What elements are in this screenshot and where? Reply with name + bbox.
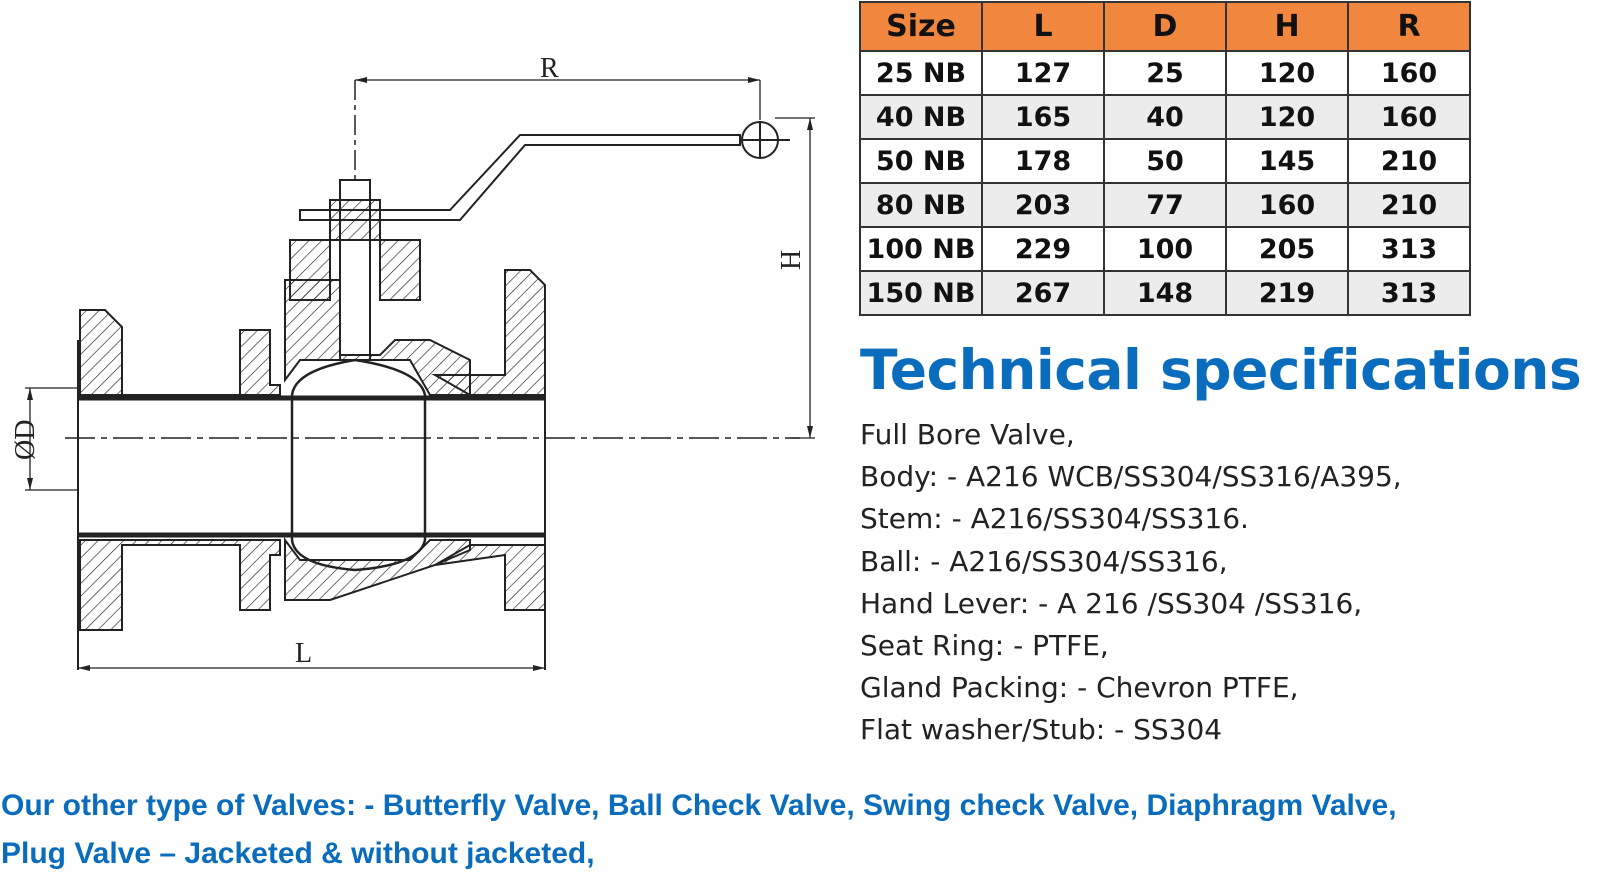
table-cell: 50	[1103, 138, 1227, 184]
table-cell: 267	[981, 270, 1105, 316]
table-row: 25 NB 127 25 120 160	[859, 50, 1471, 96]
dimensions-table: Size L D H R 25 NB 127 25 120 160 40 NB …	[859, 1, 1471, 316]
other-valves-line-1: Our other type of Valves: - Butterfly Va…	[1, 789, 1397, 822]
table-cell: 205	[1225, 226, 1349, 272]
table-cell: 219	[1225, 270, 1349, 316]
valve-body-bottom	[284, 537, 471, 601]
spec-list: Full Bore Valve, Body: - A216 WCB/SS304/…	[860, 414, 1402, 752]
header-d: D	[1103, 1, 1227, 52]
spec-item: Stem: - A216/SS304/SS316.	[860, 502, 1249, 536]
table-cell: 100	[1103, 226, 1227, 272]
ball	[290, 358, 427, 572]
left-flange-bottom	[79, 539, 281, 631]
table-cell: 178	[981, 138, 1105, 184]
other-valves-line-2: Plug Valve – Jacketed & without jacketed…	[1, 837, 595, 870]
header-size: Size	[859, 1, 983, 52]
spec-item: Full Bore Valve,	[860, 418, 1075, 451]
header-l: L	[981, 1, 1105, 52]
valve-drawing: R H ØD L	[10, 53, 815, 671]
table-cell: 313	[1347, 270, 1471, 316]
table-cell: 313	[1347, 226, 1471, 272]
table-cell: 203	[981, 182, 1105, 228]
table-cell: 165	[981, 94, 1105, 140]
dim-label-l: L	[295, 638, 312, 669]
spec-item: Gland Packing: - Chevron PTFE,	[860, 671, 1299, 705]
dim-label-h: H	[776, 250, 807, 270]
table-cell: 120	[1225, 94, 1349, 140]
table-row: 100 NB 229 100 205 313	[859, 226, 1471, 272]
table-cell: 127	[981, 50, 1105, 96]
dim-label-r: R	[540, 53, 559, 84]
table-cell: 148	[1103, 270, 1227, 316]
right-flange	[431, 269, 546, 396]
table-cell: 80 NB	[859, 182, 983, 228]
spec-item: Seat Ring: - PTFE,	[860, 629, 1109, 663]
table-cell: 160	[1347, 94, 1471, 140]
table-cell: 40	[1103, 94, 1227, 140]
table-cell: 25	[1103, 50, 1227, 96]
table-cell: 160	[1225, 182, 1349, 228]
table-cell: 120	[1225, 50, 1349, 96]
spec-item: Hand Lever: - A 216 /SS304 /SS316,	[860, 586, 1363, 620]
header-r: R	[1347, 1, 1471, 52]
table-row: 50 NB 178 50 145 210	[859, 138, 1471, 184]
table-cell: 77	[1103, 182, 1227, 228]
left-flange	[79, 309, 281, 396]
other-valves-note: Our other type of Valves: - Butterfly Va…	[1, 782, 1597, 878]
table-cell: 100 NB	[859, 226, 983, 272]
spec-title: Technical specifications	[860, 338, 1582, 402]
table-cell: 40 NB	[859, 94, 983, 140]
spec-item: Body: - A216 WCB/SS304/SS316/A395,	[860, 460, 1402, 494]
table-cell: 50 NB	[859, 138, 983, 184]
hand-lever	[299, 134, 741, 221]
table-cell: 210	[1347, 138, 1471, 184]
table-row: 40 NB 165 40 120 160	[859, 94, 1471, 140]
table-header-row: Size L D H R	[859, 1, 1471, 52]
table-cell: 160	[1347, 50, 1471, 96]
table-cell: 25 NB	[859, 50, 983, 96]
table-row: 80 NB 203 77 160 210	[859, 182, 1471, 228]
spec-item: Ball: - A216/SS304/SS316,	[860, 544, 1228, 578]
dim-label-d: ØD	[10, 420, 41, 460]
spec-item: Flat washer/Stub: - SS304	[860, 713, 1223, 747]
table-cell: 210	[1347, 182, 1471, 228]
table-cell: 150 NB	[859, 270, 983, 316]
table-cell: 145	[1225, 138, 1349, 184]
header-h: H	[1225, 1, 1349, 52]
table-row: 150 NB 267 148 219 313	[859, 270, 1471, 316]
table-cell: 229	[981, 226, 1105, 272]
